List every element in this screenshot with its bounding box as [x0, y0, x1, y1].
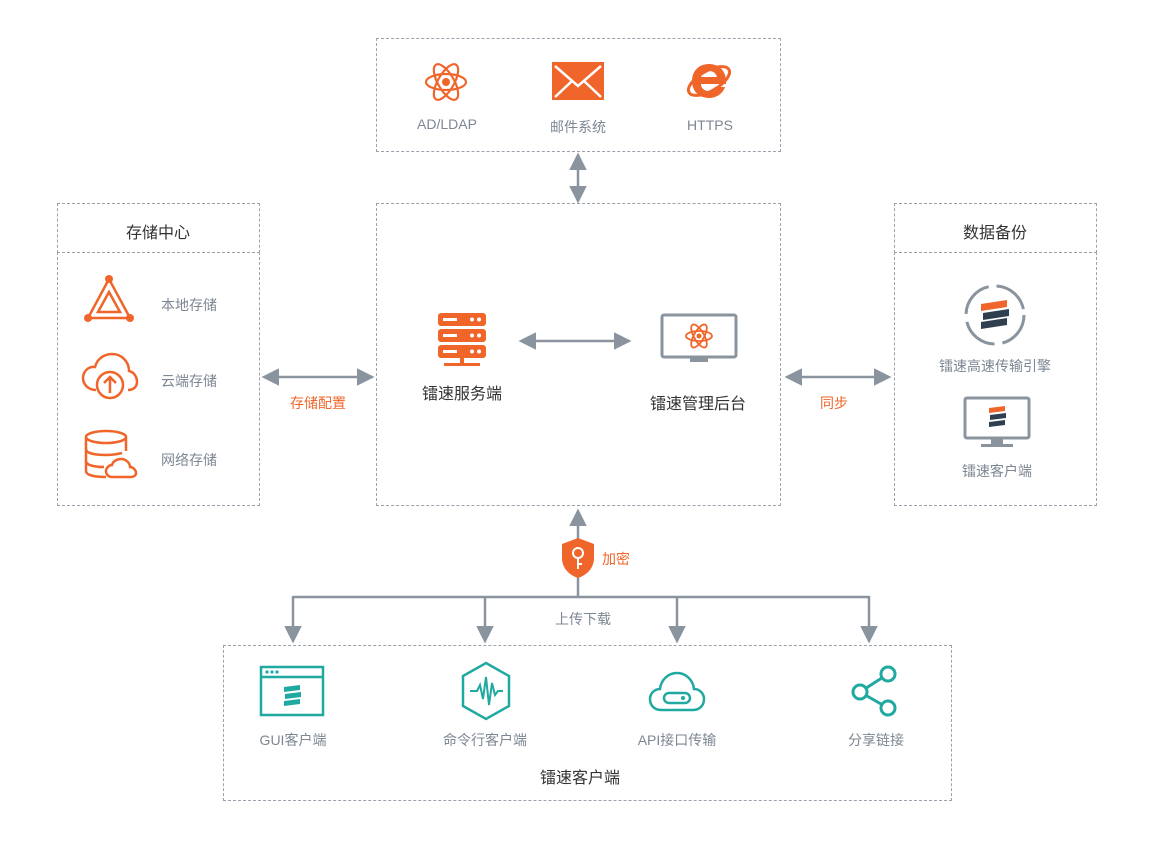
- api-cloud-icon: [648, 671, 706, 712]
- backup-item-label: 镭速高速传输引擎: [939, 358, 1051, 374]
- backup-title: 数据备份: [962, 225, 1028, 242]
- encrypt-label: 加密: [602, 551, 630, 567]
- client-item-label: 命令行客户端: [443, 732, 527, 748]
- mail-icon: [552, 62, 604, 100]
- gui-window-icon: [259, 665, 325, 717]
- storage-config-label: 存储配置: [290, 395, 346, 411]
- share-icon: [851, 665, 897, 717]
- top-item-label: HTTPS: [687, 117, 733, 133]
- top-item-label: 邮件系统: [550, 119, 606, 135]
- auth-services-box: [376, 38, 781, 152]
- upload-download-label: 上传下载: [555, 611, 611, 627]
- atom-icon: [424, 63, 468, 101]
- sync-label: 同步: [820, 395, 848, 411]
- client-item-label: 分享链接: [848, 732, 904, 748]
- storage-item-label: 网络存储: [161, 452, 217, 468]
- storage-title: 存储中心: [125, 225, 191, 242]
- storage-item-label: 云端存储: [161, 373, 217, 389]
- cloud-upload-icon: [81, 352, 139, 400]
- client-item-label: API接口传输: [637, 732, 717, 748]
- backup-item-label: 镭速客户端: [962, 463, 1032, 479]
- admin-monitor-icon: [660, 313, 738, 362]
- network-storage-icon: [84, 429, 138, 479]
- local-storage-icon: [84, 275, 134, 322]
- client-monitor-icon: [963, 396, 1031, 447]
- shield-key-icon: [562, 538, 594, 578]
- storage-body-box: [57, 252, 260, 506]
- ie-browser-icon: [686, 64, 732, 98]
- backup-body-box: [894, 252, 1097, 506]
- clients-box: [223, 645, 952, 801]
- admin-label: 镭速管理后台: [649, 396, 747, 413]
- server-label: 镭速服务端: [421, 386, 503, 403]
- core-box: [376, 203, 781, 506]
- storage-item-label: 本地存储: [161, 297, 217, 313]
- top-item-label: AD/LDAP: [417, 116, 477, 132]
- engine-icon: [964, 284, 1026, 346]
- terminal-hex-icon: [461, 661, 511, 721]
- clients-title: 镭速客户端: [539, 770, 621, 787]
- server-icon: [438, 313, 486, 366]
- client-item-label: GUI客户端: [259, 732, 327, 748]
